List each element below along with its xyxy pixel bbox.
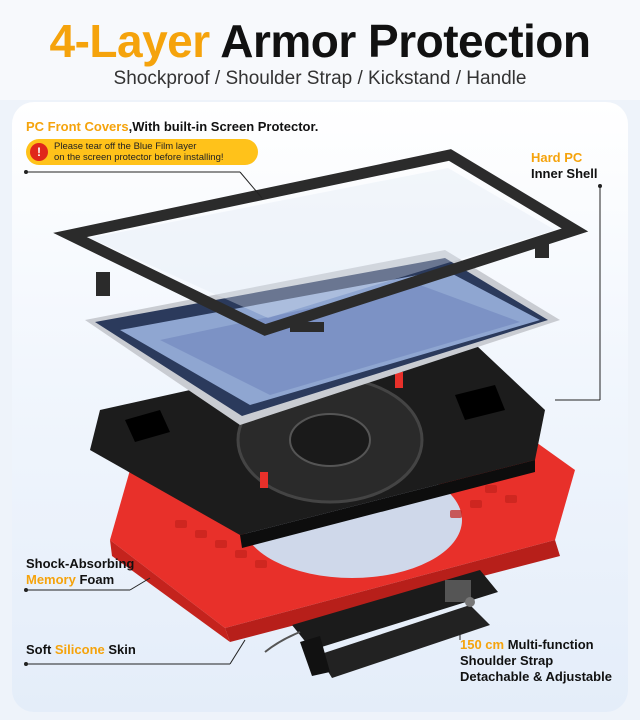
page-subtitle: Shockproof / Shoulder Strap / Kickstand …	[113, 68, 527, 89]
warning-line-1: Please tear off the Blue Film layer	[54, 141, 197, 152]
inner-shell-rest: Inner Shell	[531, 166, 598, 181]
inner-shell-layer	[90, 330, 545, 548]
strap-line-3: Detachable & Adjustable	[460, 669, 612, 684]
strap-callout: 150 cm Multi-function Shoulder Strap Det…	[460, 637, 612, 685]
strap-line-1: Multi-function	[504, 637, 594, 652]
skin-accent: Silicone	[54, 642, 105, 657]
warning-badge: ! Please tear off the Blue Film layer on…	[26, 139, 258, 165]
callout-lines	[26, 171, 601, 665]
skin-rest: Skin	[104, 642, 136, 657]
inner-shell-callout: Hard PC Inner Shell	[531, 150, 597, 182]
front-cover-accent: PC Front Covers	[26, 119, 129, 134]
front-cover-frame	[53, 149, 589, 336]
header-band	[0, 0, 640, 100]
inner-shell-accent: Hard PC	[531, 150, 583, 165]
shoulder-strap	[264, 570, 498, 678]
callout-dots	[24, 170, 602, 666]
page-title: 4-Layer Armor Protection	[0, 14, 640, 68]
title-main: Armor Protection	[220, 15, 591, 67]
foam-rest: Foam	[75, 572, 115, 587]
skin-pre: Soft	[26, 642, 55, 657]
warning-line-2: on the screen protector before installin…	[54, 152, 224, 163]
tablet-device	[85, 250, 560, 425]
foam-line-1: Shock-Absorbing	[26, 556, 135, 571]
skin-callout: Soft Silicone Skin	[26, 642, 136, 658]
strap-line-2: Shoulder Strap	[460, 653, 554, 668]
front-cover-rest: ,With built-in Screen Protector.	[128, 119, 319, 134]
exclamation-icon: !	[30, 143, 48, 161]
strap-accent: 150 cm	[460, 637, 505, 652]
title-accent: 4-Layer	[49, 15, 211, 67]
front-cover-callout: PC Front Covers,With built-in Screen Pro…	[26, 119, 318, 135]
foam-accent: Memory	[26, 572, 76, 587]
foam-callout: Shock-Absorbing Memory Foam	[26, 556, 134, 588]
